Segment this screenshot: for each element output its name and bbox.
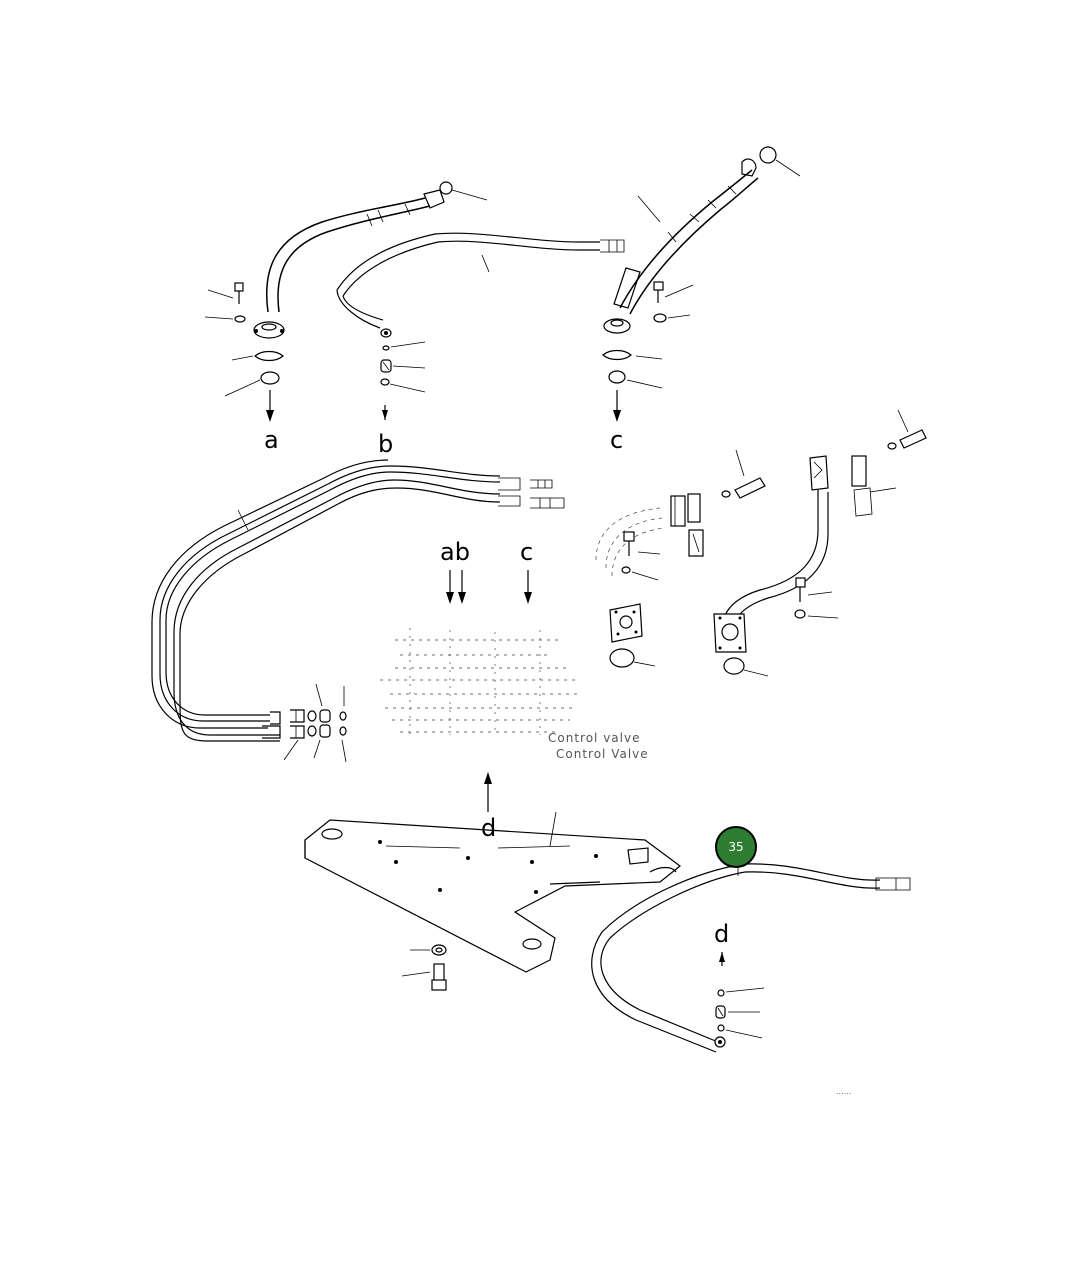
tube-bundle bbox=[151, 459, 565, 763]
hose-assembly-a bbox=[204, 181, 488, 422]
label-a-top: a bbox=[264, 426, 279, 454]
label-d-mid: d bbox=[481, 814, 496, 842]
label-d-right: d bbox=[714, 920, 729, 948]
pipe-assembly-bottom bbox=[591, 863, 911, 1053]
callout-number: 35 bbox=[728, 840, 744, 854]
control-valve-ghost bbox=[380, 628, 580, 735]
pipe-assembly-right bbox=[713, 409, 927, 677]
valve-caption-1: Control valve bbox=[548, 731, 640, 745]
pipe-assembly-b bbox=[336, 232, 625, 420]
valve-caption-2: Control Valve bbox=[556, 747, 649, 761]
mounting-bracket bbox=[304, 772, 681, 991]
hose-assembly-c bbox=[602, 146, 801, 422]
valve-block-assembly bbox=[595, 449, 766, 668]
drawing-code: ...... bbox=[836, 1087, 851, 1096]
label-c-mid: c bbox=[520, 538, 533, 566]
mid-arrows bbox=[446, 570, 532, 604]
label-b-top: b bbox=[378, 430, 393, 458]
callout-35-badge[interactable]: 35 bbox=[715, 826, 757, 868]
label-ab-mid: ab bbox=[440, 538, 470, 566]
label-c-top: c bbox=[610, 426, 623, 454]
